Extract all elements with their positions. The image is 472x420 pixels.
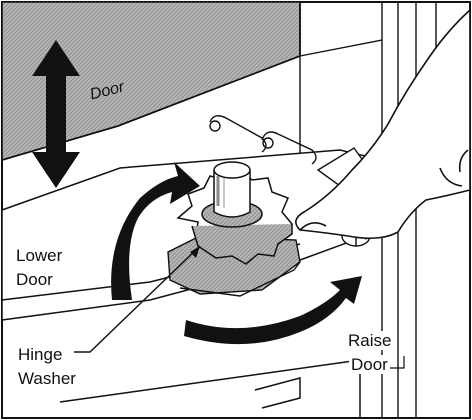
hinge-washer-leader	[74, 245, 201, 353]
hand	[295, 2, 471, 240]
hinge-washer-label-line2: Washer	[16, 369, 78, 388]
hinge-washer-label-line1: Hinge	[16, 345, 65, 364]
raise-door-label-line2: Door	[349, 355, 390, 374]
lower-door-label-line1: Lower	[14, 246, 65, 265]
door-panel	[1, 1, 301, 162]
lower-door-label-line2: Door	[14, 270, 55, 289]
hinge-pin	[201, 161, 263, 228]
raise-door-label-line1: Raise	[346, 331, 394, 350]
raise-door-leader	[390, 356, 405, 369]
door-vertical-arrow	[32, 40, 80, 188]
raise-door-arrow	[184, 276, 362, 345]
lower-door-arrow	[111, 162, 200, 300]
hinge-slots	[209, 115, 317, 165]
